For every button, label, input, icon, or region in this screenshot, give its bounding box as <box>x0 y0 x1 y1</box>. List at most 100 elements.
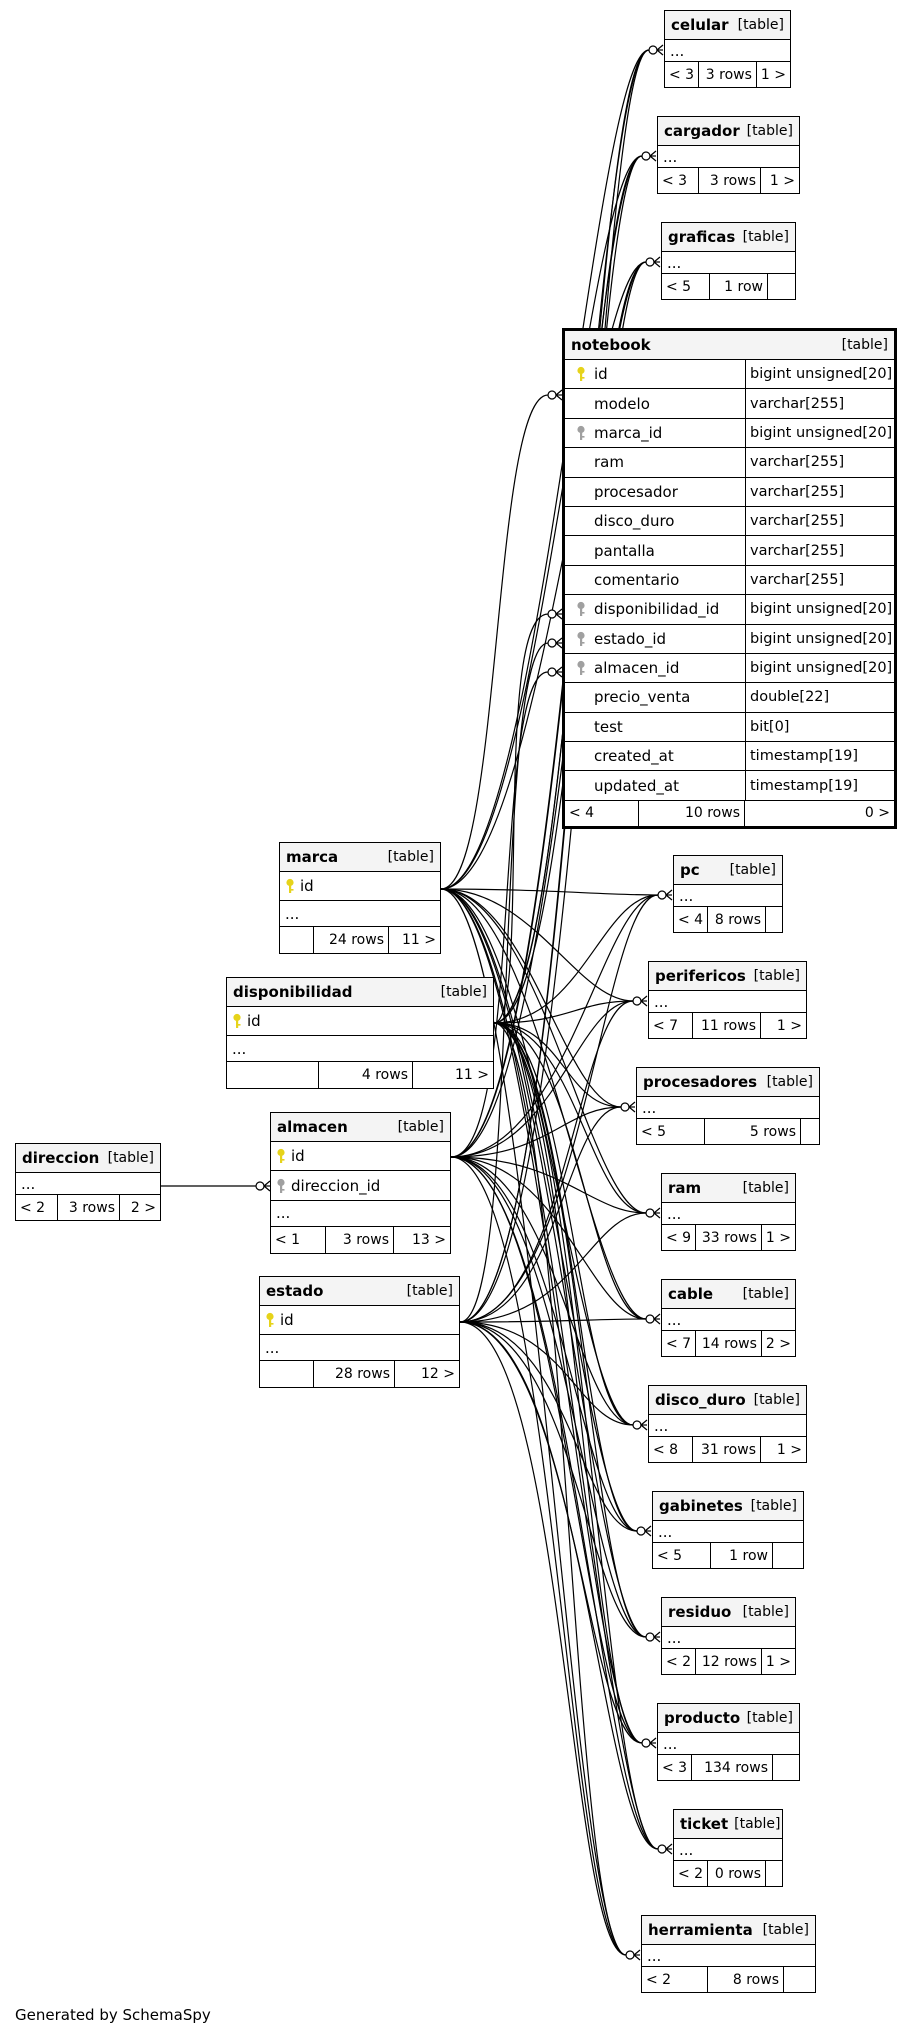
footer-children[interactable]: 11 > <box>402 932 436 949</box>
footer-rowcount: 10 rows <box>639 800 745 826</box>
column-name-cell: procesador <box>565 477 746 506</box>
footer-parents[interactable]: < 4 <box>565 800 639 826</box>
column-name-cell: comentario <box>565 565 746 595</box>
footer-parents[interactable]: < 8 <box>649 1437 693 1462</box>
footer-parents[interactable]: < 3 <box>658 1755 692 1780</box>
footer-parents[interactable]: < 9 <box>662 1225 696 1250</box>
foreign-key-icon <box>571 631 591 647</box>
footer-parents[interactable]: < 2 <box>642 1967 708 1992</box>
table-kind: [table] <box>762 1922 809 1938</box>
table-name: perifericos <box>655 967 746 985</box>
footer-children[interactable]: 2 > <box>765 1335 791 1352</box>
crowfoot-perifericos <box>632 995 648 1007</box>
footer-parents[interactable]: < 1 <box>271 1226 326 1253</box>
column-name: comentario <box>594 570 680 589</box>
table-header: estado [table] <box>260 1277 459 1306</box>
footer-children[interactable]: 2 > <box>130 1199 156 1216</box>
footer-parents[interactable] <box>260 1361 314 1388</box>
footer-children[interactable]: 1 > <box>776 1441 802 1458</box>
footer-children[interactable]: 11 > <box>455 1067 489 1084</box>
footer-children[interactable] <box>773 1755 799 1780</box>
footer-children[interactable]: 0 > <box>864 805 890 822</box>
table-name: almacen <box>277 1118 348 1136</box>
column-type: varchar[255] <box>750 454 845 471</box>
more-columns: ... <box>674 1839 782 1861</box>
footer-children[interactable]: 1 > <box>769 172 795 189</box>
footer-children[interactable] <box>766 907 782 932</box>
column-name: modelo <box>594 394 650 413</box>
table-direccion[interactable]: direccion [table] ... < 2 3 rows 2 > <box>15 1143 161 1221</box>
edge-disponibilidad-to-gabinetes <box>493 1022 638 1532</box>
footer-parents[interactable]: < 3 <box>658 168 699 193</box>
column-name-cell: id <box>565 360 746 389</box>
footer-parents[interactable]: < 2 <box>674 1861 708 1886</box>
table-header: ram[table] <box>662 1174 795 1203</box>
footer-parents[interactable] <box>227 1062 319 1089</box>
column-row: id <box>271 1142 450 1172</box>
table-header: celular[table] <box>665 11 790 40</box>
footer-children[interactable]: 1 > <box>760 66 786 83</box>
footer-parents[interactable]: < 2 <box>16 1195 58 1220</box>
column-type: varchar[255] <box>750 513 845 530</box>
footer-children[interactable]: 1 > <box>776 1017 802 1034</box>
footer-children[interactable] <box>766 1861 782 1886</box>
table-header: producto[table] <box>658 1704 799 1733</box>
footer-children[interactable]: 13 > <box>412 1231 446 1248</box>
column-name-cell: marca_id <box>565 418 746 448</box>
footer-parents[interactable]: < 5 <box>653 1543 711 1568</box>
footer-parents[interactable] <box>280 927 314 954</box>
table-disponibilidad[interactable]: disponibilidad [table] id ... 4 rows 11 … <box>226 977 494 1090</box>
table-kind: [table] <box>766 1074 813 1090</box>
crowfoot-graficas <box>645 256 661 268</box>
table-header: almacen [table] <box>271 1113 450 1142</box>
footer-children[interactable]: 1 > <box>765 1653 791 1670</box>
footer-parents[interactable]: < 7 <box>662 1331 696 1356</box>
footer-parents[interactable]: < 5 <box>662 274 710 299</box>
footer-parents[interactable]: < 7 <box>649 1013 693 1038</box>
more-columns: ... <box>271 1201 450 1227</box>
crowfoot-procesadores <box>620 1101 636 1113</box>
footer-parents[interactable]: < 3 <box>665 62 699 87</box>
crowfoot-herramienta <box>625 1949 641 1961</box>
footer-children[interactable]: 12 > <box>421 1366 455 1383</box>
footer-children[interactable] <box>773 1543 803 1568</box>
footer-parents[interactable]: < 2 <box>662 1649 696 1674</box>
footer-children[interactable]: 1 > <box>765 1229 791 1246</box>
footer-rowcount: 4 rows <box>319 1062 413 1089</box>
edge-estado-to-residuo <box>459 1321 647 1638</box>
table-estado[interactable]: estado [table] id ... 28 rows 12 > <box>259 1276 460 1389</box>
table-kind: [table] <box>742 229 789 245</box>
edge-almacen-to-ticket <box>450 1156 659 1850</box>
table-footer: < 4 10 rows 0 > <box>565 800 894 826</box>
footer-parents[interactable]: < 5 <box>637 1119 705 1144</box>
footer-parents[interactable]: < 4 <box>674 907 708 932</box>
footer-children[interactable] <box>768 274 795 299</box>
table-kind: [table] <box>387 849 434 865</box>
footer-children[interactable] <box>784 1967 815 1992</box>
table-marca[interactable]: marca [table] id ... 24 rows 11 > <box>279 842 441 955</box>
table-almacen[interactable]: almacen [table] id direccion_id ... < 1 … <box>270 1112 451 1254</box>
footer-children[interactable] <box>801 1119 819 1144</box>
table-kind: [table] <box>841 337 888 353</box>
table-kind: [table] <box>729 862 776 878</box>
